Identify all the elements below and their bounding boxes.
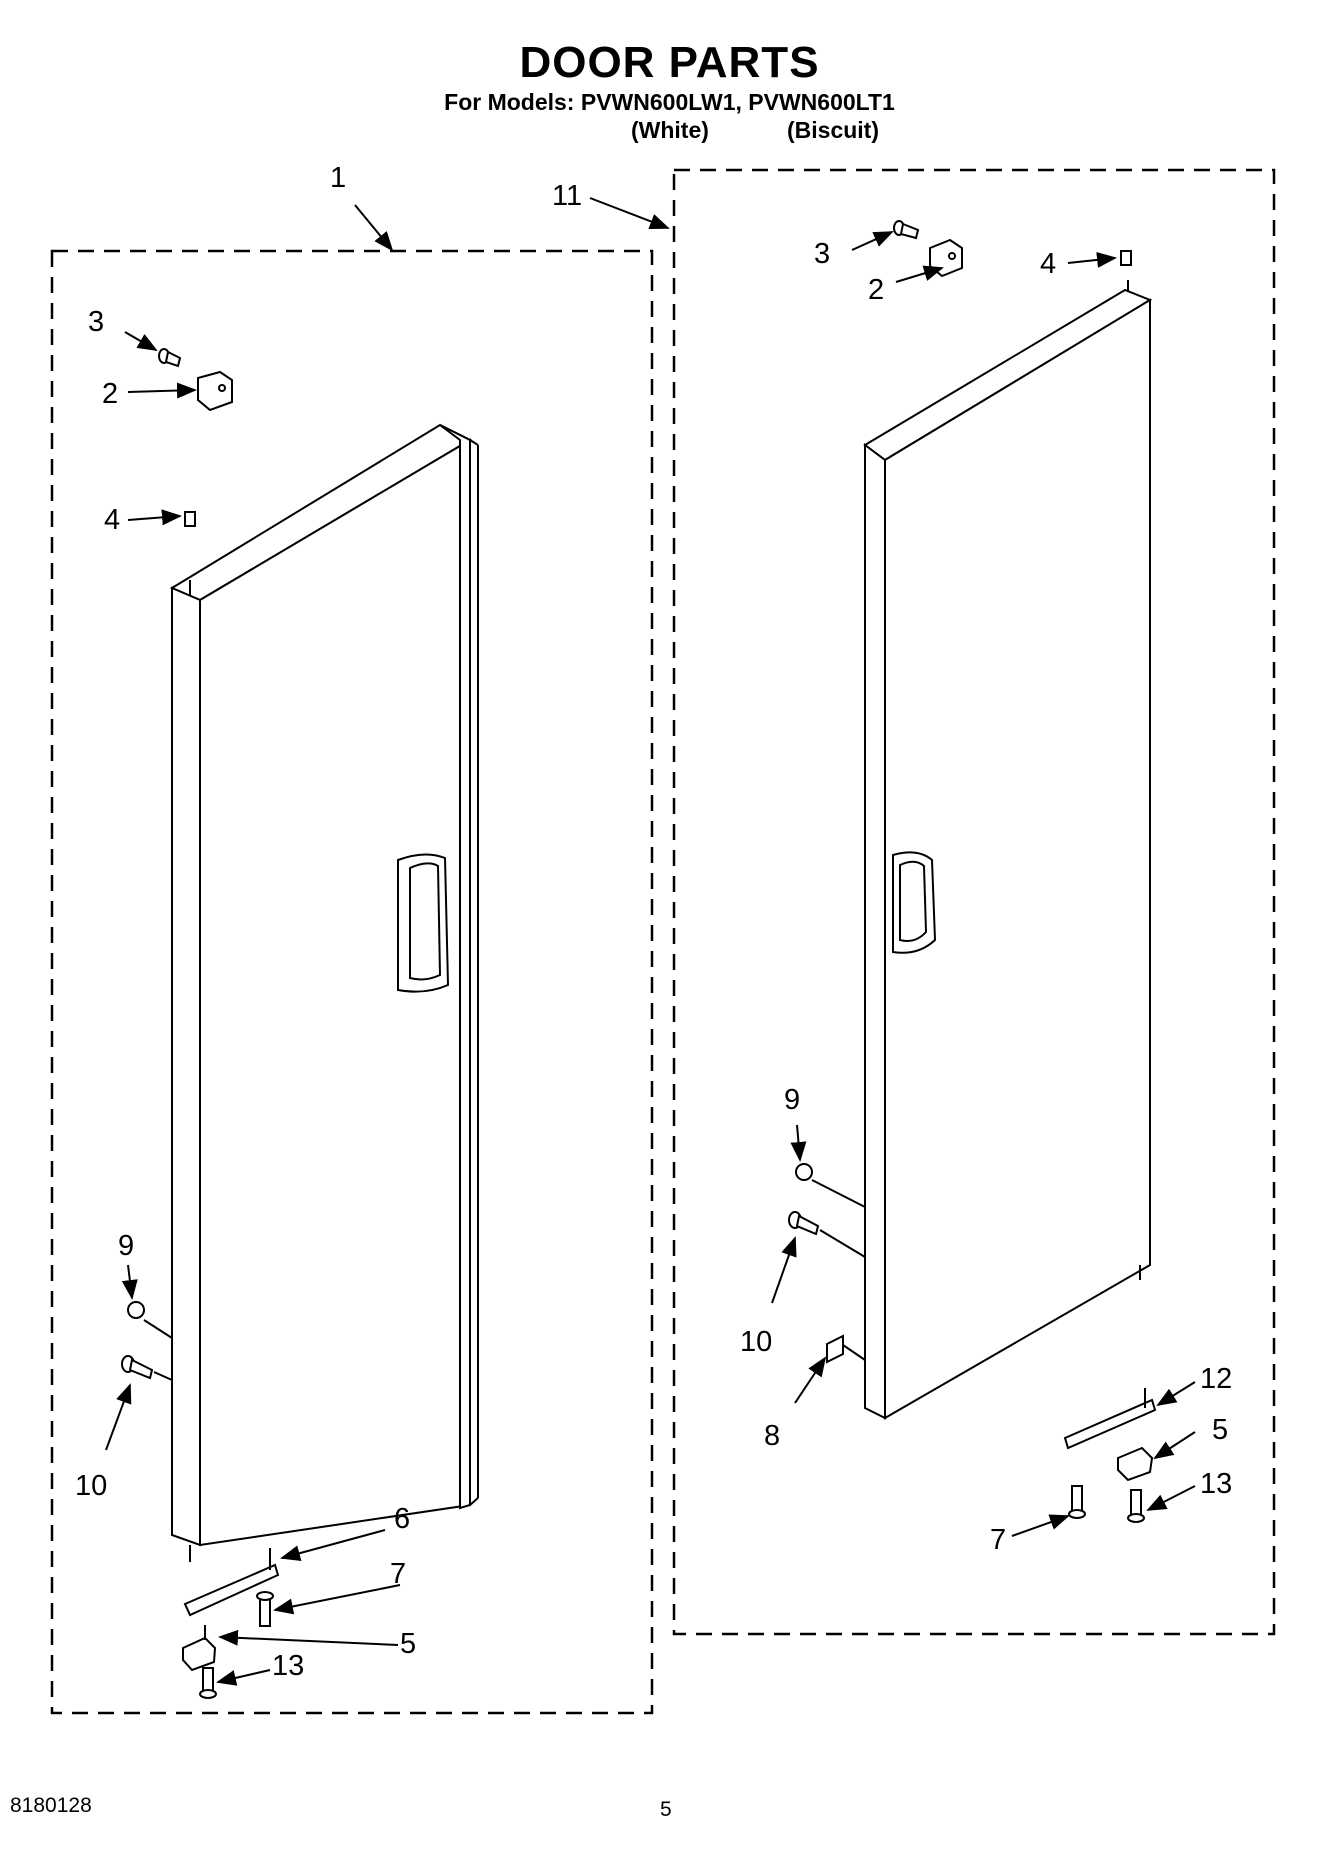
left-hinge-screw-13: [199, 1667, 217, 1699]
right-hinge-screw: [893, 220, 920, 240]
right-callout-closer-pad: 8: [764, 1420, 781, 1452]
left-callout-hinge-screw: 3: [88, 306, 105, 338]
left-callout-hinge-pin: 4: [104, 504, 121, 536]
right-door-stop: [795, 1163, 866, 1208]
right-door-closer-pad: [826, 1334, 866, 1364]
left-hinge-pin: [184, 511, 196, 527]
right-bottom-hinge: [1117, 1446, 1154, 1482]
left-bottom-hinge-bracket: [183, 1548, 280, 1617]
left-callout-assembly: 1: [330, 162, 347, 194]
right-callout-hinge-screw: 3: [814, 238, 831, 270]
page-title: DOOR PARTS: [519, 38, 820, 87]
right-assembly-boundary: [672, 168, 1276, 1636]
left-callout-bottom-hinge: 5: [400, 1628, 417, 1660]
left-bottom-hinge: [182, 1625, 217, 1672]
right-callout-hinge-pin: 4: [1040, 248, 1057, 280]
models-line: For Models: PVWN600LW1, PVWN600LT1: [444, 89, 895, 115]
left-hinge-screw-7: [256, 1591, 274, 1627]
left-callout-screw-7: 7: [390, 1558, 407, 1590]
right-callout-bracket: 12: [1200, 1363, 1233, 1395]
left-callout-hinge-cap: 2: [102, 378, 119, 410]
left-callout-door-stop-screw: 10: [75, 1470, 108, 1502]
left-door: [169, 423, 479, 1562]
left-door-stop: [127, 1301, 173, 1339]
color-label-white: (White): [631, 117, 709, 143]
left-callout-bracket: 6: [394, 1503, 411, 1535]
right-callout-hinge-cap: 2: [868, 274, 885, 306]
right-door-assembly: [589, 168, 1276, 1636]
right-callout-screw-7: 7: [990, 1524, 1007, 1556]
left-door-stop-screw: [121, 1355, 173, 1381]
right-hinge-screw-7: [1068, 1485, 1086, 1519]
left-hinge-cap: [197, 370, 233, 412]
right-door-stop-screw: [788, 1211, 866, 1258]
right-callout-screw-13: 13: [1200, 1468, 1233, 1500]
right-door: [863, 280, 1153, 1420]
color-label-biscuit: (Biscuit): [787, 117, 879, 143]
right-callout-assembly: 11: [552, 180, 583, 212]
document-number: 8180128: [10, 1794, 92, 1817]
left-callout-door-stop: 9: [118, 1230, 135, 1262]
left-callout-screw-13: 13: [272, 1650, 305, 1682]
right-bottom-hinge-bracket: [1063, 1388, 1157, 1450]
right-hinge-pin: [1120, 250, 1132, 266]
page-number: 5: [660, 1798, 672, 1821]
left-assembly-boundary: [50, 249, 654, 1715]
right-hinge-screw-13: [1127, 1489, 1145, 1523]
right-callout-door-stop-screw: 10: [740, 1326, 773, 1358]
right-callout-bottom-hinge: 5: [1212, 1414, 1229, 1446]
left-door-assembly: [50, 204, 654, 1715]
right-callout-door-stop: 9: [784, 1084, 801, 1116]
left-hinge-screw: [158, 348, 182, 368]
